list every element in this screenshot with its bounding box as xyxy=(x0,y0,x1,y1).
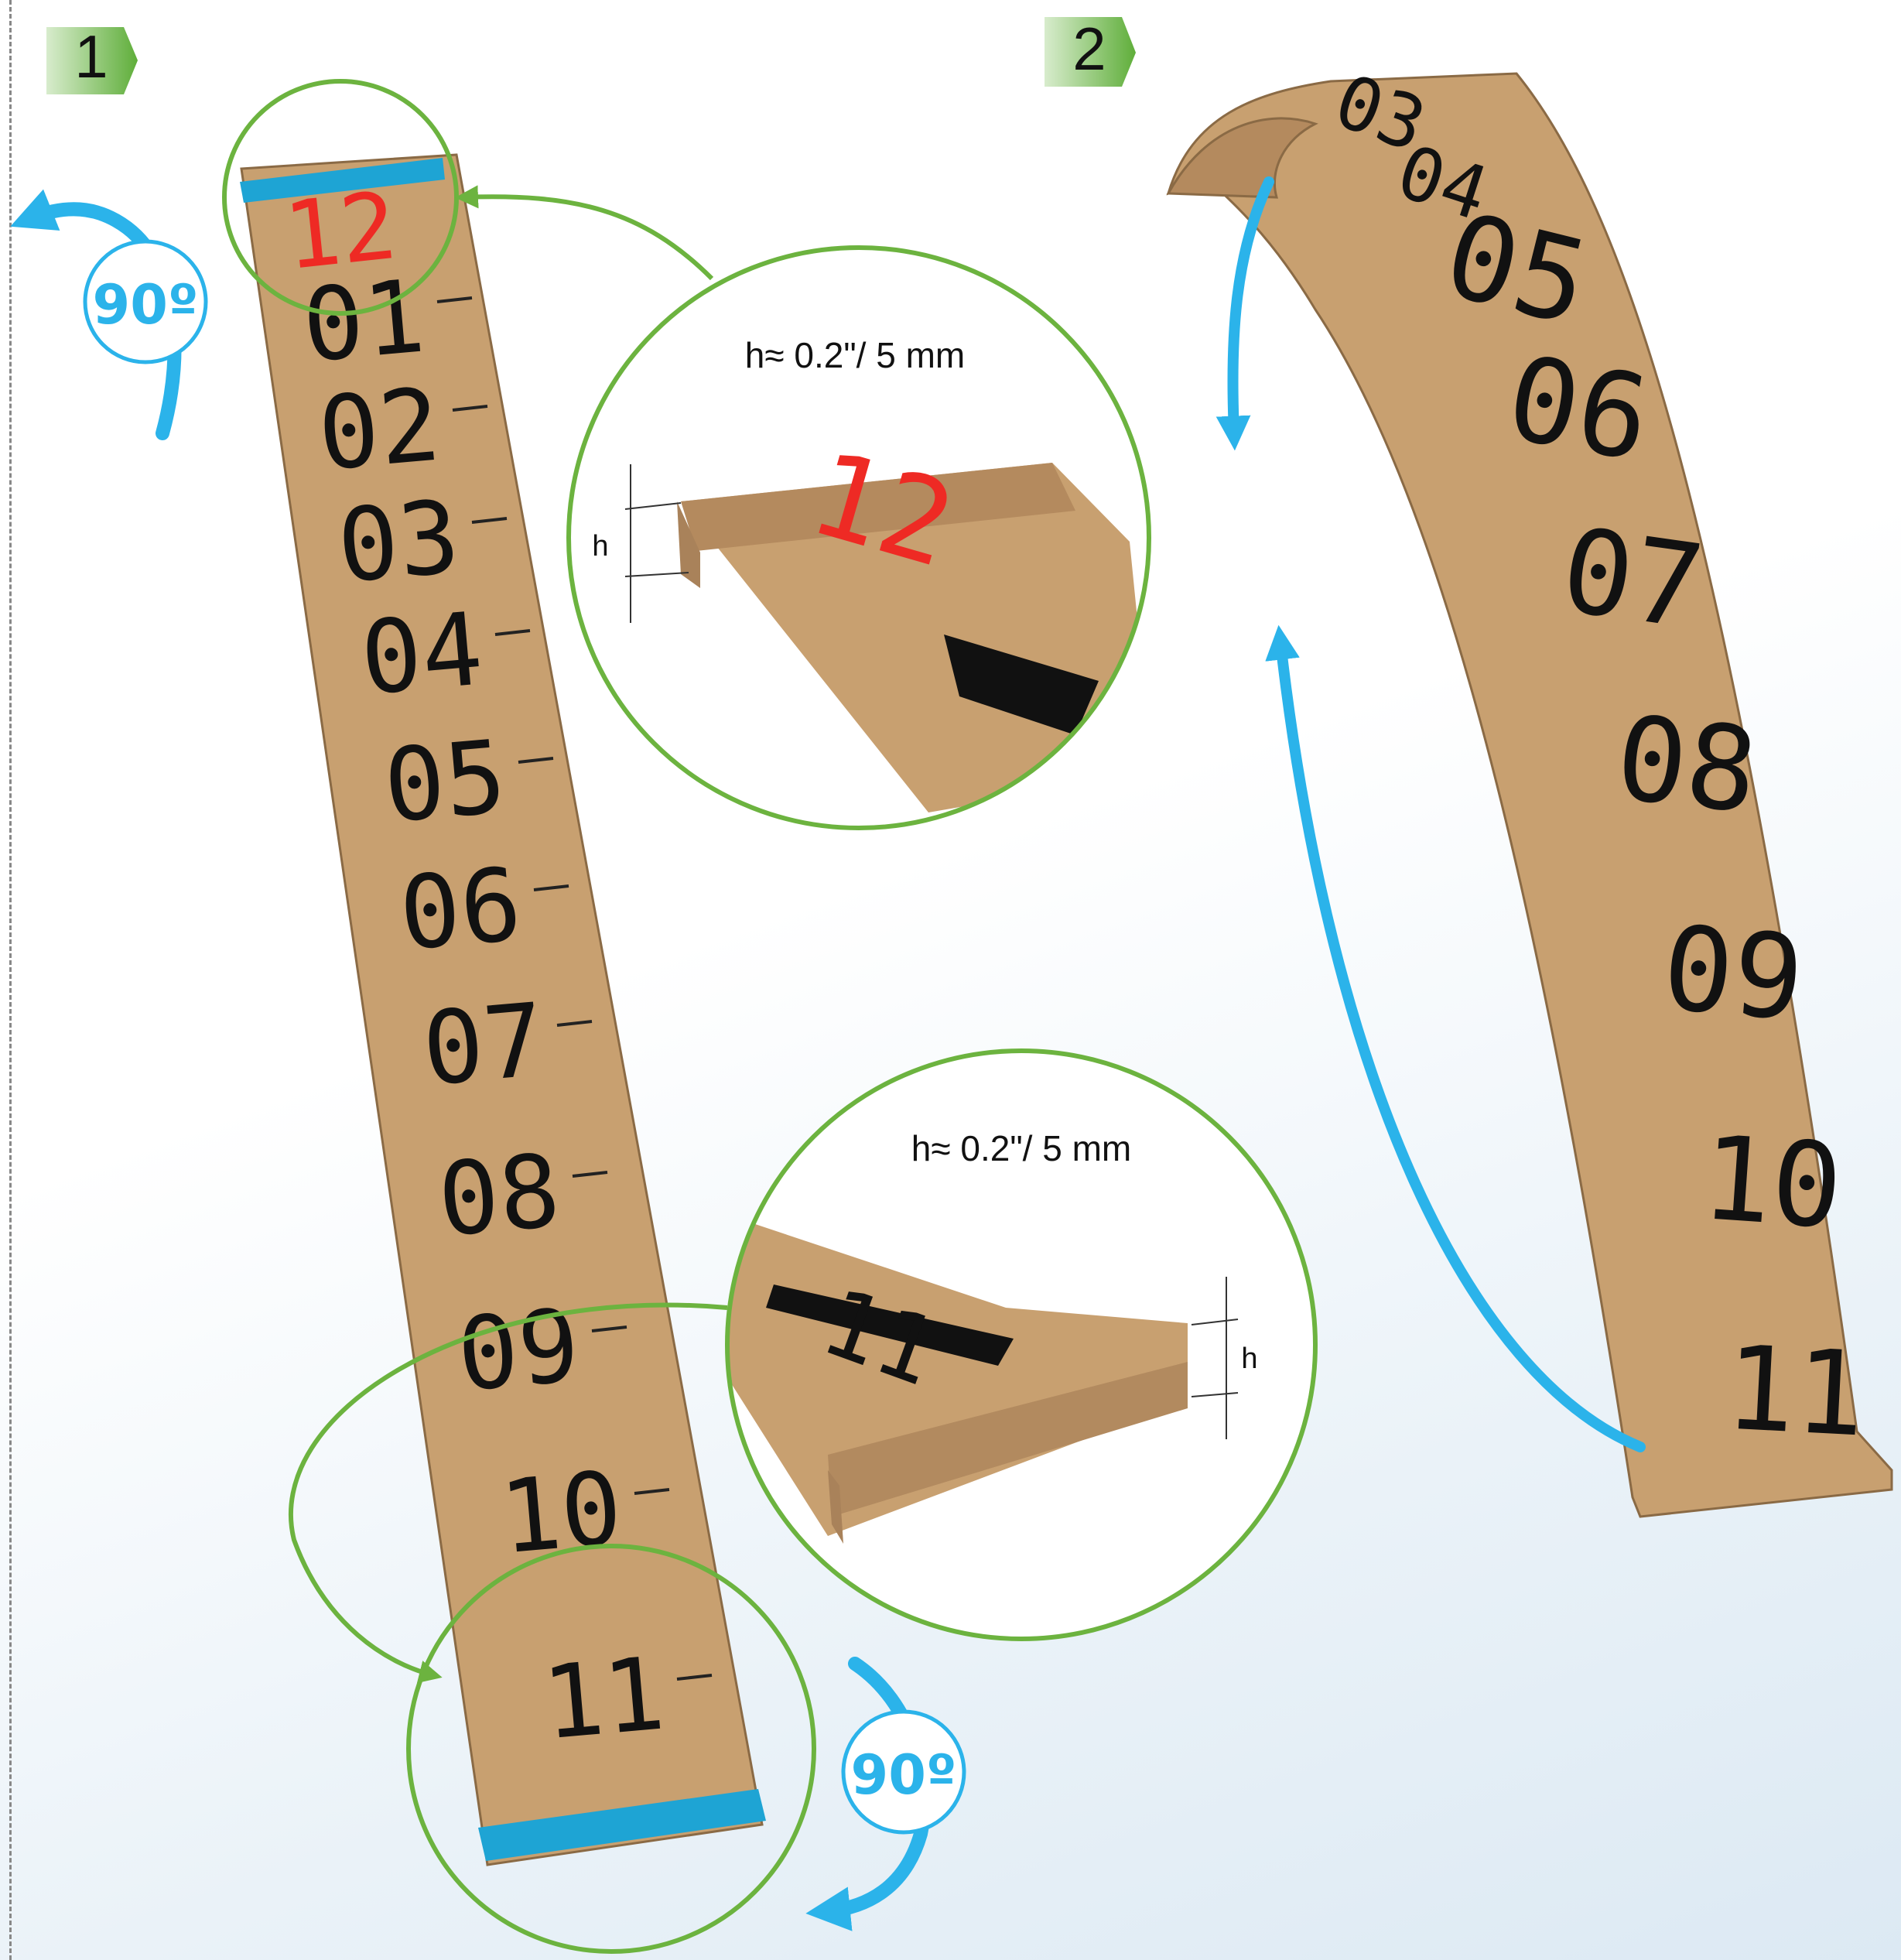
detail-circle-bottom: 11 h≈ 0.2"/ 5 mm h xyxy=(725,1048,1318,1641)
strip-number-05: 05 xyxy=(379,717,510,845)
rotate-90-top-label: 90º xyxy=(93,273,199,337)
strip-tick xyxy=(494,629,531,636)
strip-tick xyxy=(533,884,569,891)
strip-number-01: 01 xyxy=(298,257,429,385)
rotate-90-bottom-label: 90º xyxy=(851,1743,957,1807)
down-arrow xyxy=(1215,176,1274,451)
strip-number-10: 10 xyxy=(495,1449,626,1576)
strip-tick xyxy=(591,1325,627,1332)
step-1-badge: 1 xyxy=(46,22,138,94)
strip-number-04: 04 xyxy=(356,590,487,717)
top-tape xyxy=(240,158,445,203)
strip-number-06: 06 xyxy=(395,845,525,973)
strip-tick xyxy=(518,757,554,764)
strip-number-03: 03 xyxy=(333,477,463,605)
strip-number-09: 09 xyxy=(453,1286,583,1414)
step-2-label: 2 xyxy=(1072,15,1106,83)
rotate-90-top: 90º xyxy=(10,189,208,440)
strip-tick xyxy=(572,1171,608,1178)
curved-strip-number-05: 05 xyxy=(1433,188,1601,353)
up-arrow xyxy=(1265,624,1646,1452)
step-1-label: 1 xyxy=(74,22,108,91)
curved-strip-number-10: 10 xyxy=(1698,1111,1846,1255)
strip-tick xyxy=(471,517,508,524)
strip-tick xyxy=(676,1674,713,1681)
loop-arrow xyxy=(288,1302,728,1684)
detail-2-height-label: h≈ 0.2"/ 5 mm xyxy=(911,1128,1131,1168)
strip-tick xyxy=(634,1488,670,1495)
curved-strip-number-09: 09 xyxy=(1658,901,1809,1047)
detail-1-h: h xyxy=(592,530,608,563)
curved-strip-number-11: 11 xyxy=(1721,1321,1868,1462)
detail-circle-top: 12 h≈ 0.2"/ 5 mm h xyxy=(566,245,1151,830)
detail-2-h: h xyxy=(1241,1343,1257,1375)
step-2-badge: 2 xyxy=(1045,15,1136,87)
strip-tick xyxy=(452,405,488,412)
strip-number-11: 11 xyxy=(538,1634,668,1762)
strip-tick xyxy=(556,1020,593,1027)
curved-strip-number-06: 06 xyxy=(1498,331,1659,488)
rotate-90-bottom: 90º xyxy=(805,1657,966,1931)
curved-strip-number-08: 08 xyxy=(1610,691,1763,840)
dashed-cut-line xyxy=(9,0,12,1960)
strip-number-02: 02 xyxy=(313,365,444,493)
curved-strip-number-07: 07 xyxy=(1554,503,1711,655)
strip-number-07: 07 xyxy=(418,980,549,1108)
detail-1-height-label: h≈ 0.2"/ 5 mm xyxy=(745,335,965,375)
detail-1-pointer xyxy=(455,185,714,281)
strip-number-12: 12 xyxy=(279,173,402,291)
strip-number-08: 08 xyxy=(433,1131,564,1259)
strip-tick xyxy=(436,296,473,303)
bottom-tape xyxy=(478,1789,766,1861)
bottom-highlight-circle xyxy=(406,1544,816,1954)
